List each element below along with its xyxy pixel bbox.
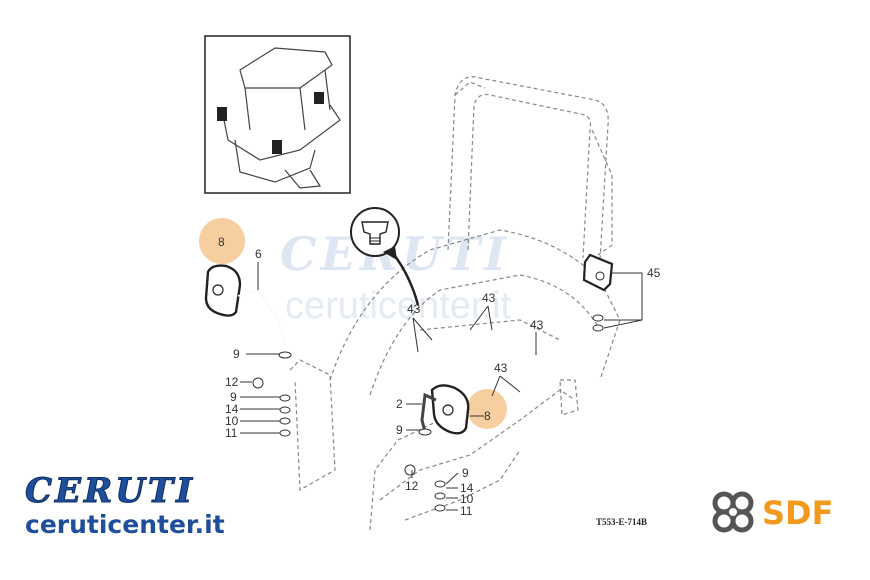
callout-6: 6: [255, 247, 262, 261]
callout-9-right: 9: [462, 466, 469, 480]
sdf-logo: SDF: [712, 491, 833, 533]
mirror-left: [204, 264, 292, 437]
mirror-middle: [404, 384, 470, 512]
callout-11-right: 11: [460, 504, 473, 518]
plug-detail: [350, 207, 420, 306]
callout-8-mid: 8: [484, 409, 491, 423]
highlight-8-mid: [467, 389, 507, 429]
callout-11-left: 11: [225, 426, 238, 440]
callout-2: 2: [396, 397, 403, 411]
callout-14-left: 14: [225, 402, 239, 416]
roof-mirror-right: [582, 253, 614, 332]
callout-10-left: 10: [225, 414, 239, 428]
callout-9-mid: 9: [396, 423, 403, 437]
leader-lines: [240, 262, 643, 511]
callout-43-a: 43: [407, 302, 421, 316]
callout-14-right: 14: [460, 481, 474, 495]
callout-12-right: 12: [405, 479, 419, 493]
callout-43-d: 43: [494, 361, 508, 375]
drawing-code: T553-E-714B: [596, 517, 647, 527]
callout-45: 45: [647, 266, 661, 280]
sdf-emblem-icon: [712, 491, 754, 533]
callout-12-left: 12: [225, 375, 239, 389]
overview-inset: [204, 35, 351, 194]
callout-9-left-b: 9: [230, 390, 237, 404]
watermark-url: ceruticenter.it: [285, 285, 511, 327]
callout-43-b: 43: [482, 291, 496, 305]
sdf-logo-text: SDF: [762, 494, 833, 532]
callout-8-top: 8: [218, 235, 225, 249]
callout-10-right: 10: [460, 492, 474, 506]
callouts: 8 6 9 12 9 14 10 11 43 43 43 43 45 2 8 9…: [218, 235, 661, 518]
highlight-8-top: [199, 218, 245, 264]
callout-9-left: 9: [233, 347, 240, 361]
tractor-frame: [289, 76, 621, 531]
callout-43-c: 43: [530, 318, 544, 332]
ceruti-logo: CERUTI: [25, 471, 195, 511]
ceruti-url: ceruticenter.it: [25, 510, 225, 539]
